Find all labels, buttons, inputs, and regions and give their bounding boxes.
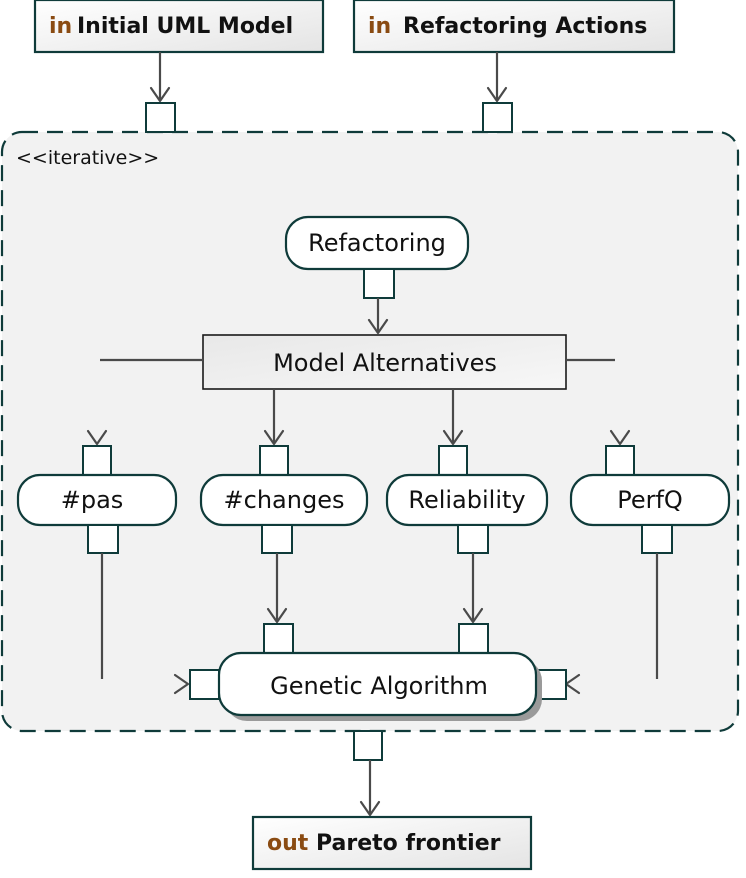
arrowhead-changes bbox=[263, 429, 285, 446]
input-initial-uml-model[interactable]: in Initial UML Model bbox=[33, 0, 325, 54]
output-pareto-frontier[interactable]: out Pareto frontier bbox=[251, 815, 533, 871]
action-genetic-algorithm[interactable]: Genetic Algorithm bbox=[217, 651, 538, 717]
pas-label: #pas bbox=[61, 486, 124, 514]
region-stereotype: <<iterative>> bbox=[16, 147, 159, 169]
perfq-input-pin bbox=[605, 445, 635, 476]
arrowhead-reliability-ga bbox=[462, 607, 484, 624]
pas-output-pin bbox=[87, 524, 119, 554]
input-refactoring-actions[interactable]: in Refactoring Actions bbox=[352, 0, 676, 54]
reliability-output-pin bbox=[457, 524, 489, 554]
changes-label: #changes bbox=[224, 486, 345, 514]
central-node-model-alternatives[interactable]: Model Alternatives bbox=[202, 334, 567, 390]
ga-input-pin-left bbox=[189, 669, 220, 700]
action-refactoring[interactable]: Refactoring bbox=[284, 215, 470, 271]
region-input-pin-model bbox=[145, 102, 176, 133]
perfq-label: PerfQ bbox=[617, 486, 683, 514]
arrowhead-reliability bbox=[442, 429, 464, 446]
arrowhead-pas bbox=[86, 429, 108, 446]
arrowhead-changes-ga bbox=[266, 607, 288, 624]
changes-output-pin bbox=[261, 524, 293, 554]
model-alternatives-label: Model Alternatives bbox=[273, 349, 497, 377]
refactoring-actions-label: Refactoring Actions bbox=[403, 14, 647, 39]
arrowhead-model-alternatives bbox=[367, 318, 389, 335]
region-output-pin bbox=[353, 730, 383, 761]
initial-model-label: Initial UML Model bbox=[77, 14, 293, 39]
genetic-algorithm-label: Genetic Algorithm bbox=[270, 672, 488, 700]
region-input-pin-actions bbox=[482, 102, 513, 133]
ga-input-pin-reliability bbox=[458, 623, 489, 654]
initial-model-keyword: in bbox=[49, 14, 72, 39]
output-label: Pareto frontier bbox=[316, 831, 501, 856]
refactoring-actions-keyword: in bbox=[368, 14, 391, 39]
arrowhead-refactoring-actions bbox=[486, 86, 508, 103]
pas-input-pin bbox=[82, 445, 112, 476]
arrowhead-pas-ga bbox=[173, 673, 190, 695]
refactoring-label: Refactoring bbox=[308, 229, 446, 257]
action-changes[interactable]: #changes bbox=[199, 473, 369, 527]
ga-input-pin-changes bbox=[263, 623, 294, 654]
arrowhead-output bbox=[359, 800, 381, 817]
reliability-input-pin bbox=[438, 445, 468, 476]
perfq-output-pin bbox=[641, 524, 673, 554]
output-keyword: out bbox=[267, 831, 309, 856]
action-pas[interactable]: #pas bbox=[16, 473, 178, 527]
changes-input-pin bbox=[259, 445, 289, 476]
action-perfq[interactable]: PerfQ bbox=[569, 473, 731, 527]
reliability-label: Reliability bbox=[408, 486, 525, 514]
action-reliability[interactable]: Reliability bbox=[385, 473, 549, 527]
refactoring-output-pin bbox=[363, 268, 395, 299]
arrowhead-initial-model bbox=[149, 86, 171, 103]
arrowhead-perfq bbox=[609, 429, 631, 446]
